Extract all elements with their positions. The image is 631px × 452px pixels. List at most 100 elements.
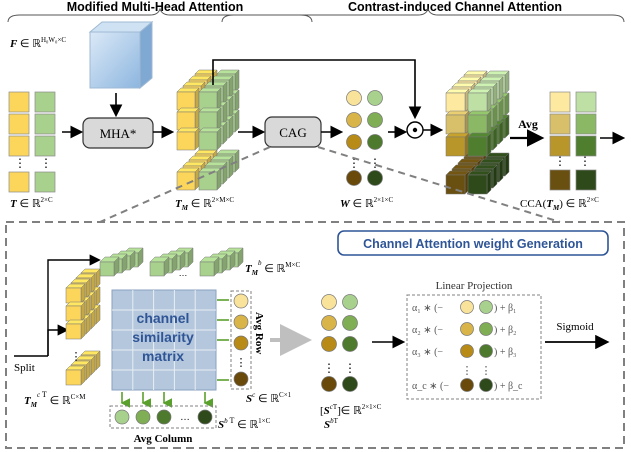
sb-circle-2	[135, 409, 151, 425]
tm-cube-g-0-2-front	[198, 131, 218, 151]
split-down-arrow	[47, 324, 69, 356]
avg-row-label: Avg Row	[253, 312, 265, 354]
sb-circle-1	[114, 409, 130, 425]
mha-label: MHA*	[100, 126, 137, 141]
cca-output-grid	[549, 91, 597, 191]
wt-cube-r-1-1-side	[492, 104, 498, 129]
proj-vdots-2: ⋮	[481, 365, 492, 377]
w-label: W ∈ ℝ2×1×C	[340, 196, 393, 210]
stack-circle-left-last	[321, 376, 337, 392]
tmc-cube-column: ⋮	[65, 268, 101, 386]
tmb-cube-1-0-front	[149, 261, 165, 277]
sc-vdots: ⋮	[236, 357, 247, 369]
wt-cube-r-0-1-side	[486, 110, 492, 135]
proj-circle-right-2	[479, 344, 493, 358]
wt-cube-r-0-1-front	[467, 114, 488, 135]
tm-cube-y-0-0-front	[176, 91, 196, 111]
header-right-title: Contrast-induced Channel Attention	[348, 0, 562, 14]
stack-circle-left-0	[321, 294, 337, 310]
zoom-line-left	[99, 146, 271, 223]
t-cell-green-1	[34, 113, 56, 135]
tm-cube-g-3-last-side	[234, 149, 240, 173]
cca-cell-left-0	[549, 91, 571, 113]
wt-cube-r-1-last-side	[492, 164, 498, 189]
cca-cell-left-last	[549, 169, 571, 191]
proj-circle-left-1	[460, 322, 474, 336]
wt-cube-r-3-1-side	[504, 92, 510, 117]
stack-circle-right-last	[342, 376, 358, 392]
proj-beta-2: ) + β₃	[494, 347, 517, 358]
w-circle-left-2	[346, 134, 362, 150]
row-average-arrows	[217, 299, 229, 381]
cca-vdots-2: ⋮	[579, 154, 591, 168]
panel-title-box	[337, 230, 609, 256]
proj-circle-right-1	[479, 322, 493, 336]
sc-circle-1	[233, 293, 249, 309]
t-vdots-2: ⋮	[40, 156, 52, 170]
tm-cube-y-0-2-side	[194, 127, 200, 151]
hadamard-dot	[412, 127, 418, 133]
wt-cube-r-0-2-side	[486, 132, 492, 157]
w-circle-right-1	[367, 112, 383, 128]
t-cell-green-last	[34, 171, 56, 193]
wt-cube-r-3-2-side	[504, 114, 510, 139]
t-cell-yellow-1	[8, 113, 30, 135]
tm-cube-g-3-1-side	[234, 89, 240, 113]
matrix-line-1: channel	[137, 310, 190, 326]
cca-cell-right-2	[575, 135, 597, 157]
wt-cube-r-1-0-side	[492, 82, 498, 107]
wt-cube-r-0-last-front	[467, 174, 488, 195]
wt-cube-r-3-0-side	[504, 70, 510, 95]
tmb-cube-0-0-front	[99, 261, 115, 277]
split-label: Split	[14, 362, 35, 374]
tm-cube-g-0-1-front	[198, 111, 218, 131]
tmb-cube-row: …	[99, 247, 244, 278]
tm-cube-y-0-1-side	[194, 107, 200, 131]
stack-vdots-2: ⋮	[344, 361, 356, 375]
sc-label: Sc ∈ ℝC×1	[246, 391, 292, 405]
cca-cell-left-1	[549, 113, 571, 135]
tmb-label: TMb ∈ ℝM×C	[245, 259, 300, 277]
matrix-bg	[111, 289, 217, 391]
proj-circle-left-0	[460, 300, 474, 314]
matrix-line-2: similarity	[132, 329, 194, 345]
proj-alpha-0: α₁ ∗ (−	[412, 303, 443, 314]
t-cell-green-2	[34, 135, 56, 157]
cca-cell-right-0	[575, 91, 597, 113]
cag-detail-panel	[5, 221, 625, 449]
column-average-arrows	[120, 392, 213, 408]
stack-circle-right-1	[342, 315, 358, 331]
w-circle-right-0	[367, 90, 383, 106]
wt-cube-r-1-2-side	[492, 126, 498, 151]
tm-cube-g-0-2-side	[216, 127, 222, 151]
cca-label: CCA(TM) ∈ ℝ2×C	[520, 196, 599, 212]
tm-cube-g-3-2-side	[234, 109, 240, 133]
tm-cube-g-1-2-side	[222, 121, 228, 145]
w-circle-left-0	[346, 90, 362, 106]
split-up-arrow	[47, 254, 101, 356]
proj-alpha-1: α₂ ∗ (−	[412, 325, 443, 336]
wt-cube-l-0-2-front	[445, 136, 466, 157]
stack-circle-right-0	[342, 294, 358, 310]
sc-circles: ⋮	[233, 293, 249, 387]
tmb-dots: …	[179, 268, 188, 278]
skip-connection	[212, 59, 422, 120]
tm-cube-g-2-2-side	[228, 115, 234, 139]
tm-cube-g-0-last-front	[198, 171, 218, 191]
channel-similarity-matrix	[111, 289, 217, 391]
tm-cube-g-2-last-side	[228, 155, 234, 179]
tm-cube-stack	[176, 69, 240, 191]
cca-cell-right-1	[575, 113, 597, 135]
wt-cube-l-0-0-front	[445, 92, 466, 113]
stacked-s-circles	[321, 294, 358, 392]
linear-projection-box	[406, 294, 542, 400]
t-token-grid	[8, 91, 56, 193]
proj-beta-1: ) + β₂	[494, 325, 517, 336]
tm-cube-g-1-0-side	[222, 81, 228, 105]
zoom-line-right	[317, 146, 561, 223]
sc-circle-2	[233, 314, 249, 330]
avg-label: Avg	[518, 117, 538, 131]
cca-cell-left-2	[549, 135, 571, 157]
tm-cube-g-2-1-side	[228, 95, 234, 119]
tm-cube-g-3-0-side	[234, 69, 240, 93]
